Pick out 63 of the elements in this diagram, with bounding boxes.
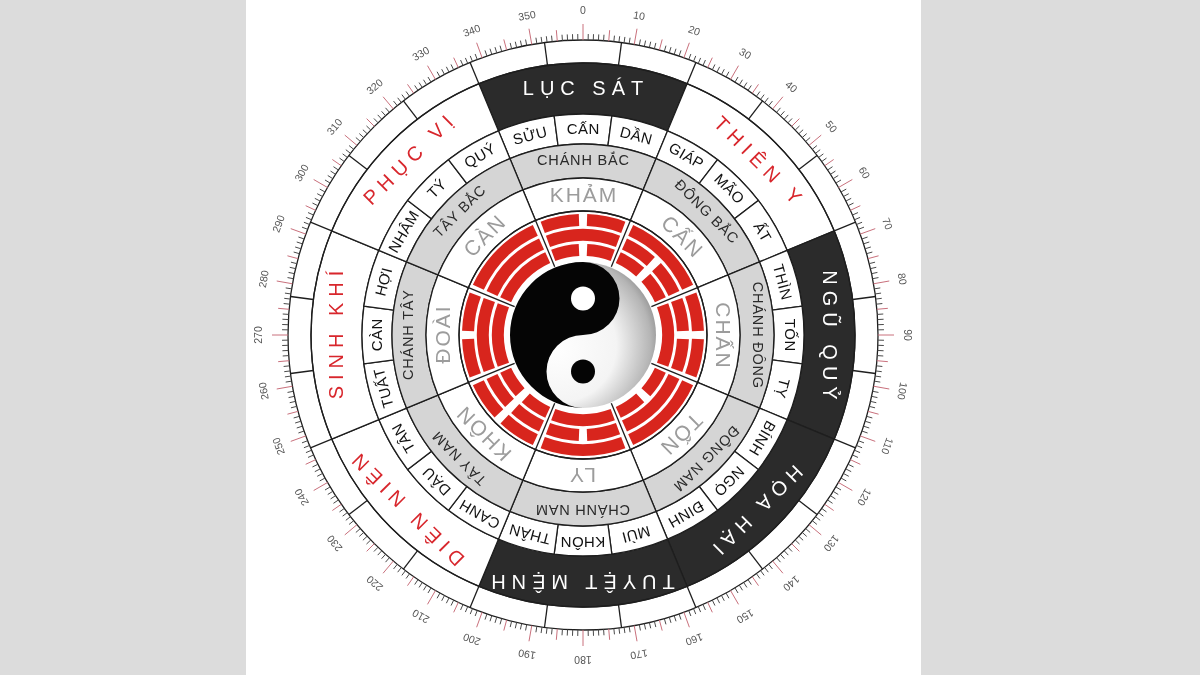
mountain-name: HỢI [371,265,396,298]
degree-number: 90 [901,329,913,341]
degree-number: 310 [324,116,345,138]
mountain-name: QUÝ [460,140,499,172]
trigram-name: LY [567,463,598,487]
degree-number: 170 [629,646,649,662]
mountain-name: KHÔN [560,533,606,550]
mountain-name: THÂN [506,520,553,548]
mountain-name: CẤN [566,120,600,137]
degree-number: 320 [364,76,386,97]
degree-number: 280 [256,269,272,289]
mountain-name: MÙI [620,522,653,547]
star-name: NGŨ QUỶ [819,269,841,406]
mountain-name: TUẤT [370,366,397,411]
degree-number: 250 [270,435,287,456]
degree-number: 110 [879,435,896,456]
degree-number: 290 [270,213,287,235]
degree-number: 50 [823,118,840,135]
degree-number: 100 [894,381,910,401]
direction-name: CHÁNH BẮC [536,153,630,169]
mountain-name: SỬU [510,123,549,149]
mountain-name: DẦN [618,123,655,148]
degree-number: 40 [783,78,800,95]
degree-number: 260 [256,381,272,401]
ring-sector [521,448,645,493]
mountain-name: CÀN [368,318,385,352]
degree-number: 340 [461,22,483,39]
degree-number: 70 [880,216,895,232]
star-name: TUYỆT MỆNH [485,571,676,593]
degree-number: 0 [580,5,586,17]
degree-number: 10 [632,9,646,23]
trigram-name: ĐOÀI [431,304,455,366]
degree-number: 80 [895,272,909,286]
degree-number: 180 [574,653,592,665]
mountain-name: THÌN [769,261,796,302]
trigram-name: KHẢM [548,183,619,207]
degree-number: 210 [410,606,432,625]
degree-number: 30 [737,46,753,63]
degree-number: 270 [253,326,265,344]
degree-number: 190 [517,646,537,662]
degree-number: 130 [821,532,842,554]
mountain-name: TÝ [423,175,450,202]
degree-number: 150 [734,606,756,625]
degree-number: 20 [686,23,702,38]
degree-number: 140 [780,573,802,594]
degree-number: 60 [855,165,872,181]
direction-name: CHÁNH NAM [535,501,631,517]
trigram-name: CHẤN [711,301,735,370]
degree-number: 330 [410,45,432,64]
direction-name: CHÁNH ĐÔNG [749,281,765,389]
degree-number: 350 [517,8,537,24]
degree-number: 160 [683,631,704,648]
mountain-name: ẤT [749,218,775,245]
degree-number: 240 [293,486,312,508]
mountain-name: GIÁP [665,139,707,173]
mountain-name: TỴ [771,376,794,401]
star-name: SINH KHÍ [325,264,347,402]
star-name: LỤC SÁT [521,77,650,99]
direction-name: CHÁNH TÂY [401,289,417,381]
degree-number: 230 [324,532,345,554]
mountain-name: TỐN [781,318,798,352]
degree-number: 220 [364,573,386,594]
degree-number: 200 [461,631,483,648]
